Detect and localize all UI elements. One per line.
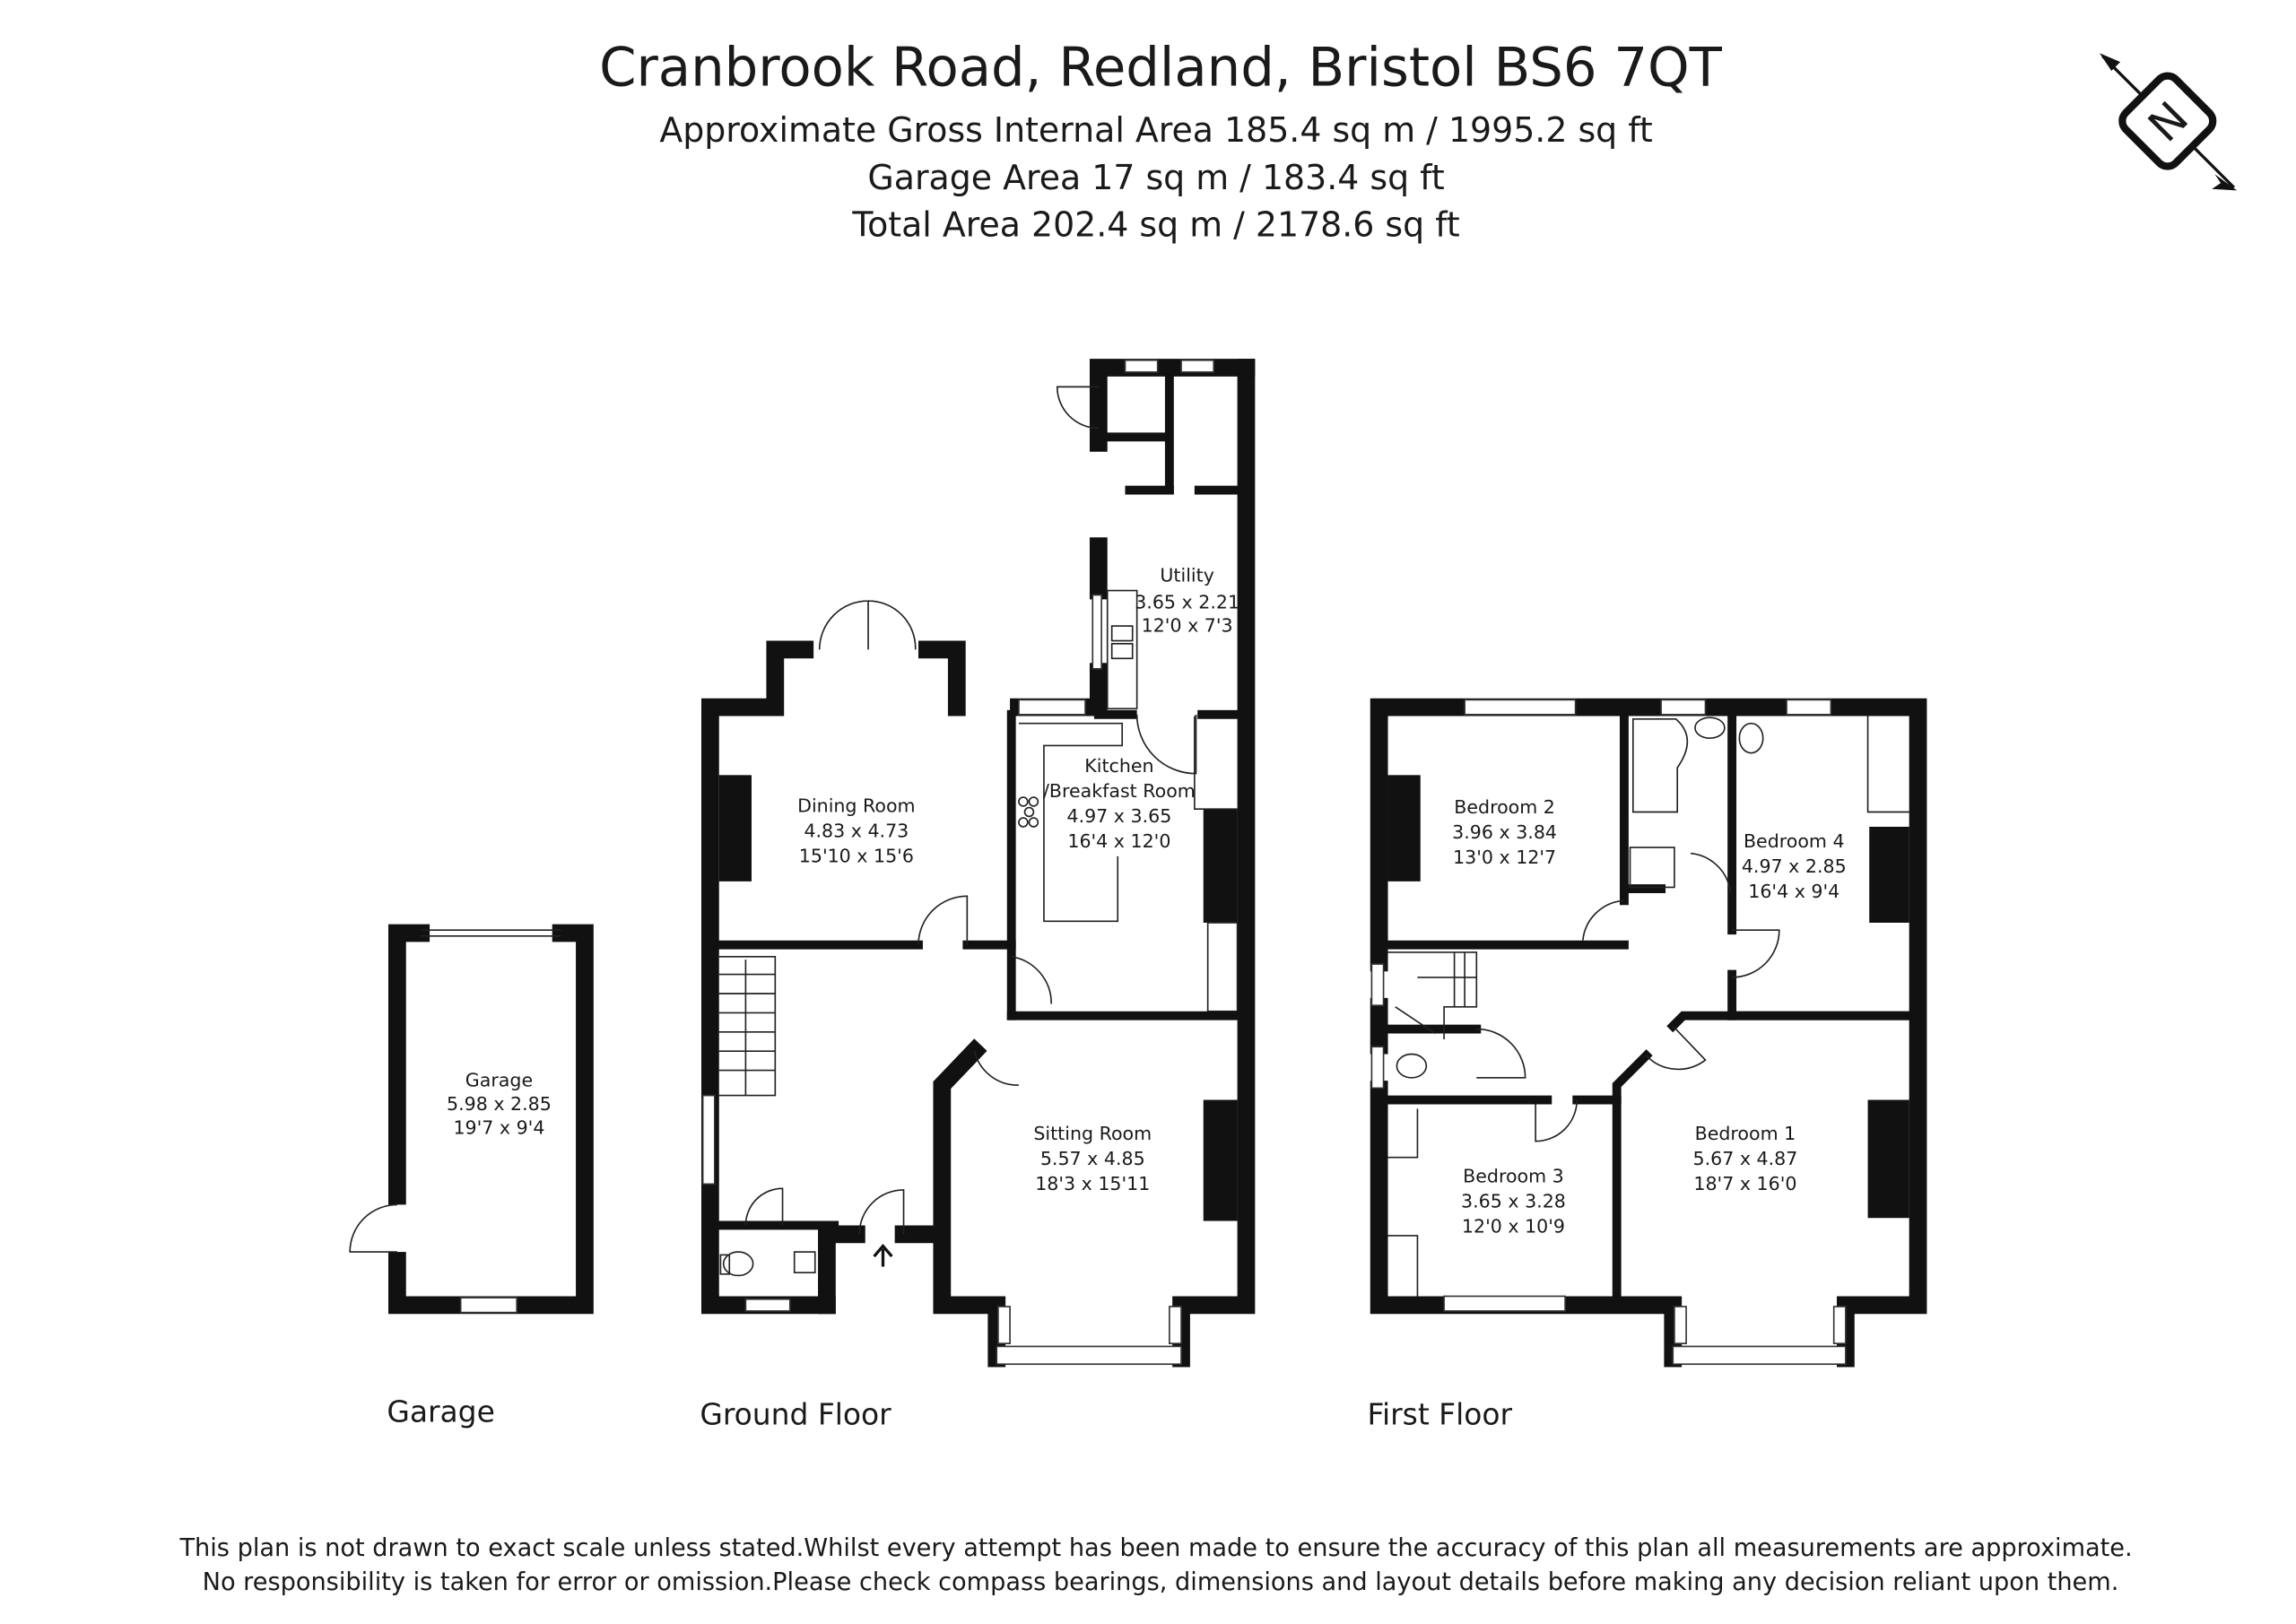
room-imperial-bedroom-4: 16'4 x 9'4 bbox=[1748, 881, 1839, 902]
room-bedroom-2: Bedroom 2 3.96 x 3.84 13'0 x 12'7 bbox=[1452, 796, 1557, 868]
room-metric-bedroom-4: 4.97 x 2.85 bbox=[1742, 855, 1847, 877]
room-imperial-bedroom-2: 13'0 x 12'7 bbox=[1453, 847, 1556, 868]
ground-floor-plan: Utility 3.65 x 2.21 12'0 x 7'3 Dining Ro… bbox=[700, 359, 1256, 1368]
room-label-bedroom-4: Bedroom 4 bbox=[1744, 830, 1845, 852]
disclaimer-line-2: No responsibility is taken for error or … bbox=[203, 1568, 2119, 1596]
disclaimer-line-1: This plan is not drawn to exact scale un… bbox=[178, 1534, 2132, 1562]
room-imperial-bedroom-3: 12'0 x 10'9 bbox=[1462, 1216, 1565, 1238]
room-label-bedroom-3: Bedroom 3 bbox=[1463, 1166, 1564, 1187]
gross-internal-area: Approximate Gross Internal Area 185.4 sq… bbox=[659, 110, 1652, 150]
first-floor-plan: Bedroom 2 3.96 x 3.84 13'0 x 12'7 Bedroo… bbox=[1370, 698, 1927, 1368]
room-metric-kitchen: 4.97 x 3.65 bbox=[1066, 805, 1171, 827]
staircase bbox=[718, 956, 777, 1097]
room-bedroom-4: Bedroom 4 4.97 x 2.85 16'4 x 9'4 bbox=[1742, 830, 1847, 902]
room-metric-dining: 4.83 x 4.73 bbox=[804, 820, 909, 841]
staircase-first bbox=[1387, 951, 1478, 1040]
entrance-arrow-icon bbox=[873, 1243, 893, 1267]
room-imperial-utility: 12'0 x 7'3 bbox=[1142, 615, 1233, 637]
room-label-kitchen-2: /Breakfast Room bbox=[1043, 780, 1196, 802]
room-sitting: Sitting Room 5.57 x 4.85 18'3 x 15'11 bbox=[1033, 1123, 1152, 1194]
room-imperial-bedroom-1: 18'7 x 16'0 bbox=[1693, 1173, 1796, 1194]
room-label-utility: Utility bbox=[1160, 565, 1213, 586]
room-metric-utility: 3.65 x 2.21 bbox=[1135, 591, 1239, 612]
room-label-dining: Dining Room bbox=[797, 795, 915, 817]
north-compass-icon: N bbox=[2100, 53, 2238, 191]
floor-label-garage: Garage bbox=[387, 1394, 495, 1429]
room-imperial-garage: 19'7 x 9'4 bbox=[453, 1116, 544, 1138]
room-label-bedroom-2: Bedroom 2 bbox=[1454, 796, 1555, 818]
room-imperial-dining: 15'10 x 15'6 bbox=[799, 845, 914, 866]
floor-label-ground: Ground Floor bbox=[700, 1397, 891, 1432]
total-area: Total Area 202.4 sq m / 2178.6 sq ft bbox=[851, 204, 1459, 244]
room-metric-bedroom-1: 5.67 x 4.87 bbox=[1693, 1148, 1798, 1169]
room-label-kitchen: Kitchen bbox=[1084, 755, 1153, 777]
room-imperial-sitting: 18'3 x 15'11 bbox=[1035, 1173, 1150, 1194]
room-metric-garage: 5.98 x 2.85 bbox=[447, 1093, 552, 1115]
room-label-bedroom-1: Bedroom 1 bbox=[1695, 1123, 1796, 1144]
room-metric-bedroom-2: 3.96 x 3.84 bbox=[1452, 821, 1557, 843]
room-kitchen: Kitchen /Breakfast Room 4.97 x 3.65 16'4… bbox=[1043, 755, 1196, 852]
room-label-sitting: Sitting Room bbox=[1033, 1123, 1152, 1144]
room-bedroom-3: Bedroom 3 3.65 x 3.28 12'0 x 10'9 bbox=[1461, 1166, 1566, 1238]
room-bedroom-1: Bedroom 1 5.67 x 4.87 18'7 x 16'0 bbox=[1693, 1123, 1798, 1194]
room-imperial-kitchen: 16'4 x 12'0 bbox=[1067, 830, 1170, 852]
garage-plan: Garage 5.98 x 2.85 19'7 x 9'4 bbox=[349, 924, 594, 1315]
room-metric-sitting: 5.57 x 4.85 bbox=[1040, 1148, 1145, 1169]
room-utility: Utility 3.65 x 2.21 12'0 x 7'3 bbox=[1135, 565, 1239, 637]
room-metric-bedroom-3: 3.65 x 3.28 bbox=[1461, 1191, 1566, 1212]
plan-title: Cranbrook Road, Redland, Bristol BS6 7QT bbox=[599, 37, 1723, 99]
garage-area: Garage Area 17 sq m / 183.4 sq ft bbox=[867, 158, 1444, 197]
floor-label-first: First Floor bbox=[1367, 1397, 1512, 1432]
room-dining: Dining Room 4.83 x 4.73 15'10 x 15'6 bbox=[797, 795, 915, 867]
room-label-garage: Garage bbox=[465, 1070, 533, 1091]
